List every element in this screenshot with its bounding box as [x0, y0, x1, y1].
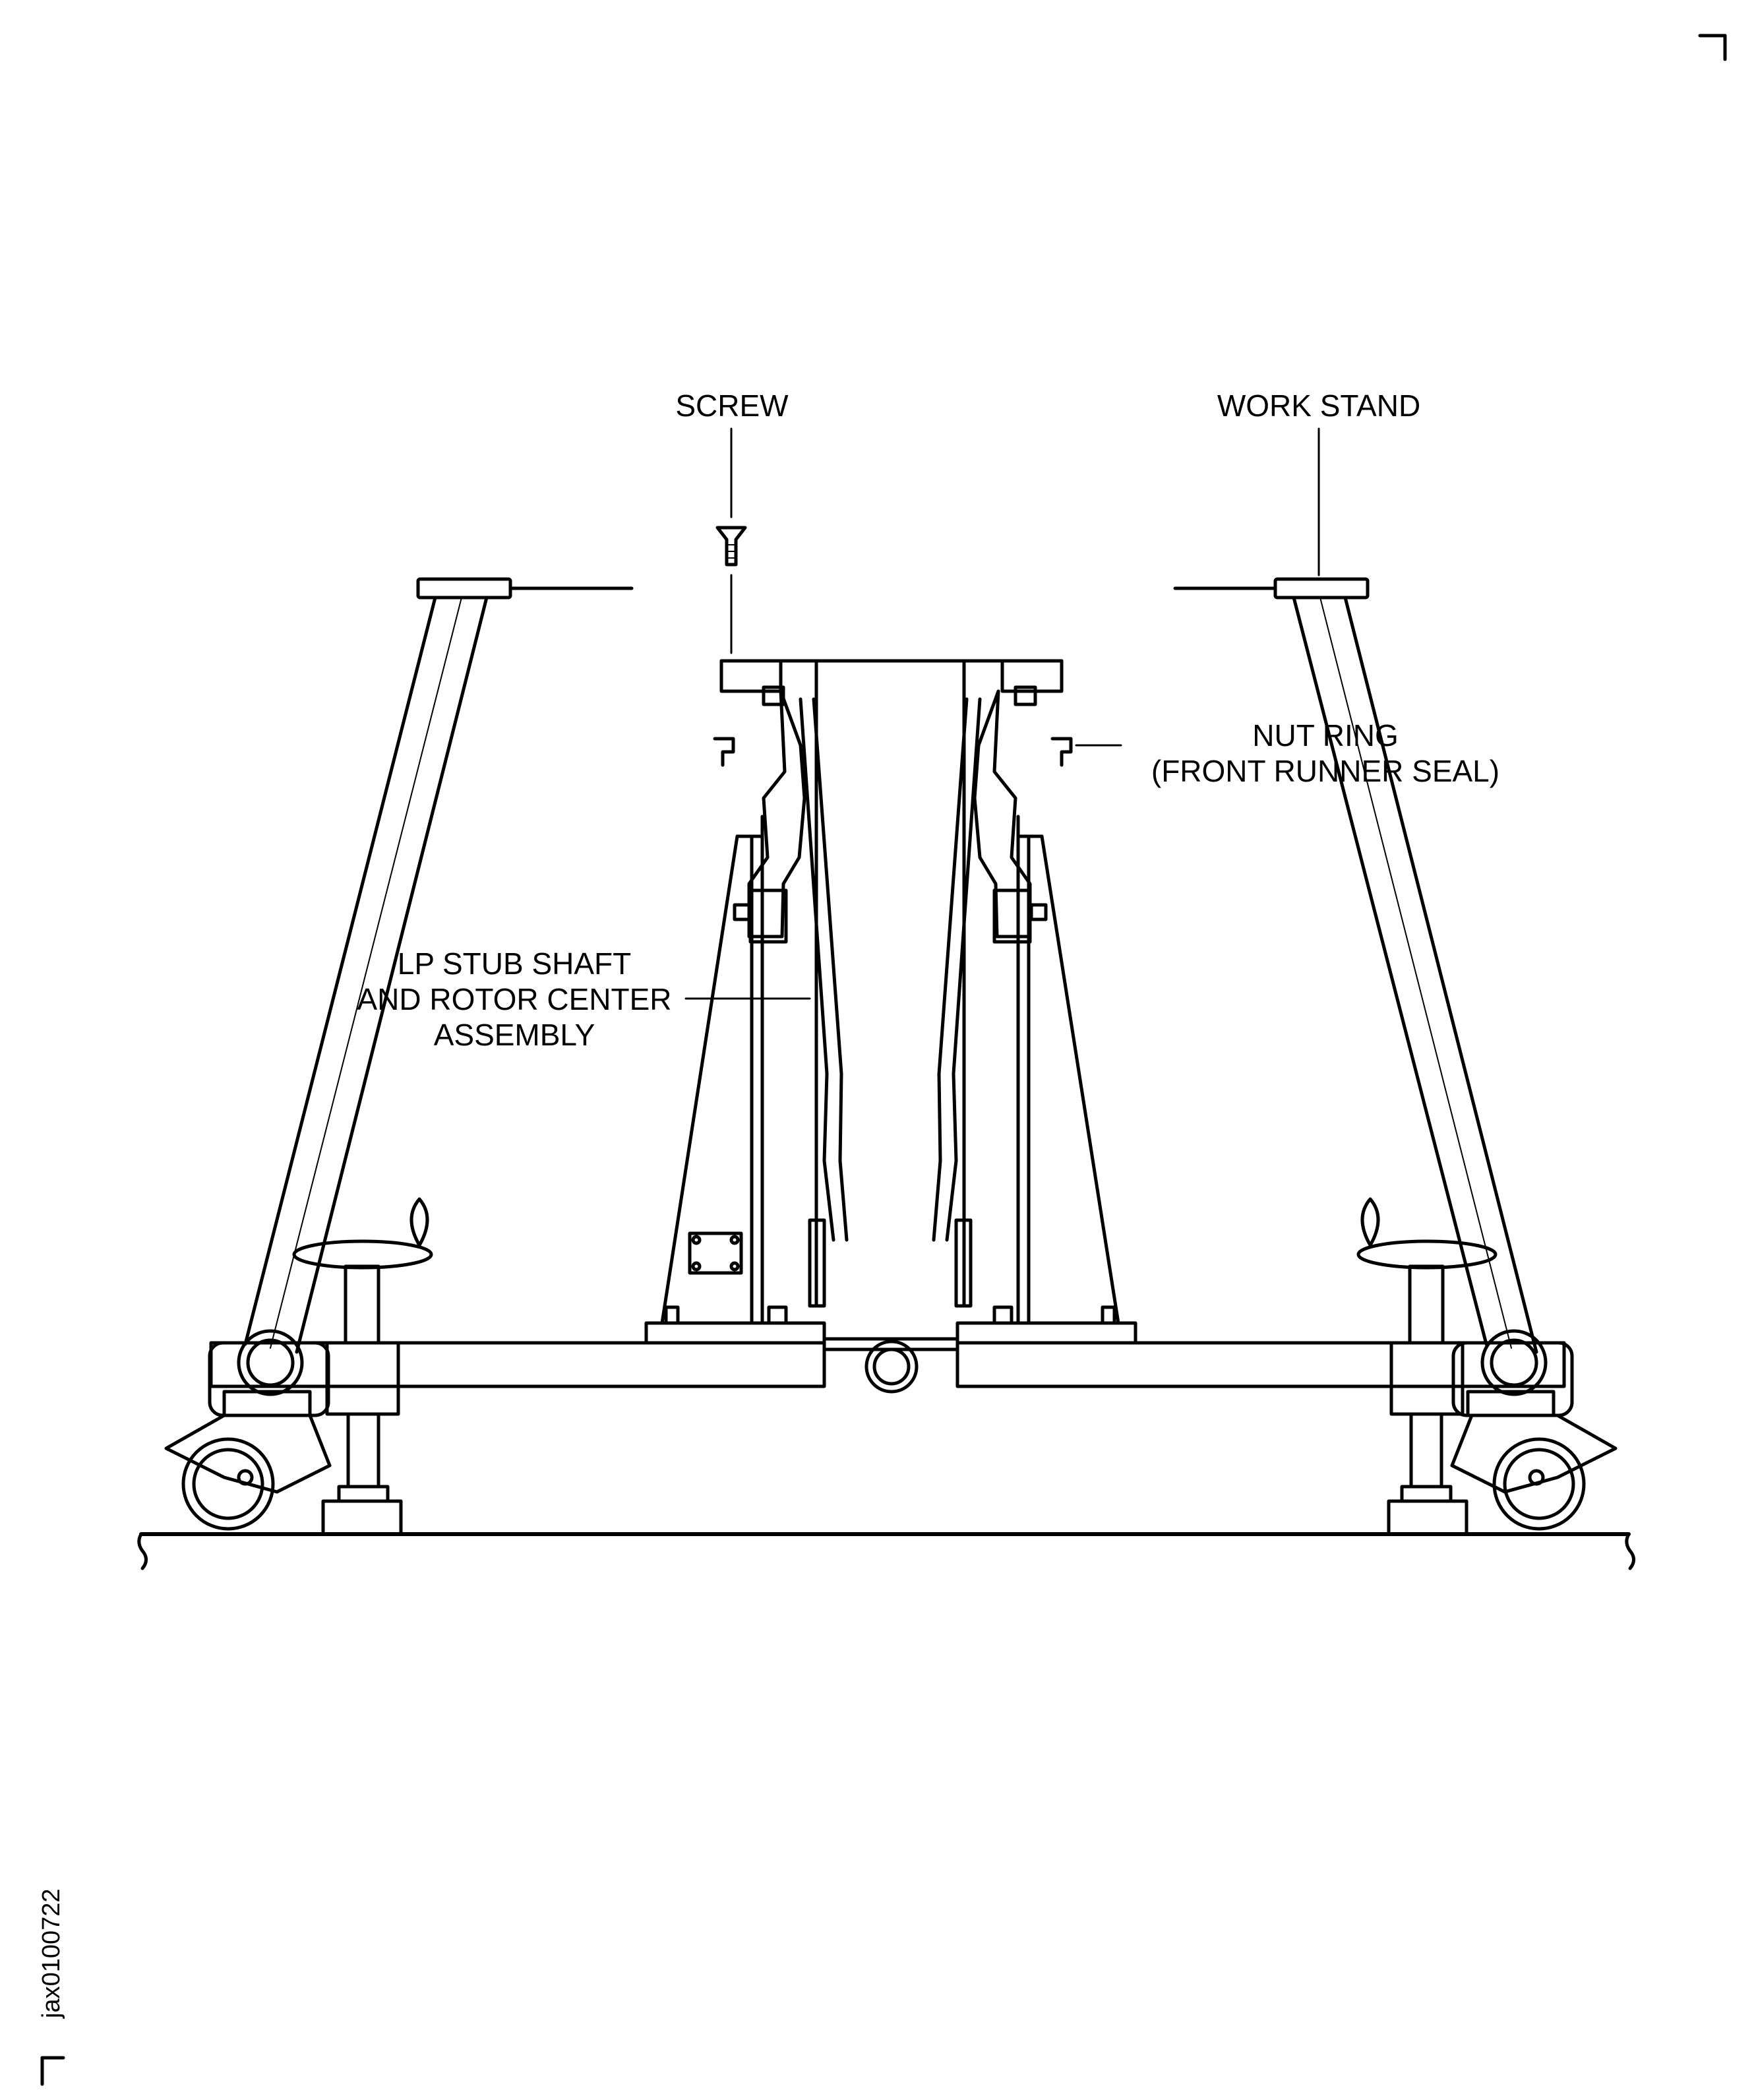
support-frame-right — [992, 815, 1120, 1325]
crop-mark-top-right — [1698, 34, 1727, 61]
caster-left — [164, 1329, 332, 1531]
leveling-jack-right — [1356, 1197, 1498, 1536]
leader-lines — [684, 427, 1320, 1000]
rotor-center-assembly — [719, 659, 1064, 1308]
callout-nut-ring: NUT RING (FRONT RUNNER SEAL) — [1121, 718, 1530, 789]
floor-line — [137, 1532, 1635, 1570]
nut-ring — [713, 737, 1073, 767]
callout-nut-ring-line1: NUT RING — [1252, 718, 1399, 753]
callout-stub-shaft-line1: LP STUB SHAFT — [397, 946, 632, 981]
screw-part — [715, 526, 747, 567]
callout-work-stand: WORK STAND — [1217, 388, 1421, 423]
crop-mark-bottom-left — [40, 2056, 65, 2086]
work-stand-frame-left — [243, 577, 634, 1354]
leveling-jack-left — [292, 1197, 433, 1536]
mounting-blocks — [748, 888, 1032, 944]
base-frame — [209, 1321, 1566, 1394]
figure-id: jax0100722 — [38, 1888, 65, 2018]
support-frame-left — [660, 815, 788, 1325]
caster-right — [1450, 1329, 1618, 1531]
callout-stub-shaft-line3: ASSEMBLY — [433, 1018, 595, 1052]
callout-stub-shaft-line2: AND ROTOR CENTER — [357, 982, 672, 1016]
callout-screw: SCREW — [675, 388, 789, 423]
callout-stub-shaft: LP STUB SHAFT AND ROTOR CENTER ASSEMBLY — [343, 946, 686, 1053]
work-stand-frame-right — [1173, 577, 1538, 1354]
callout-nut-ring-line2: (FRONT RUNNER SEAL) — [1151, 754, 1500, 788]
